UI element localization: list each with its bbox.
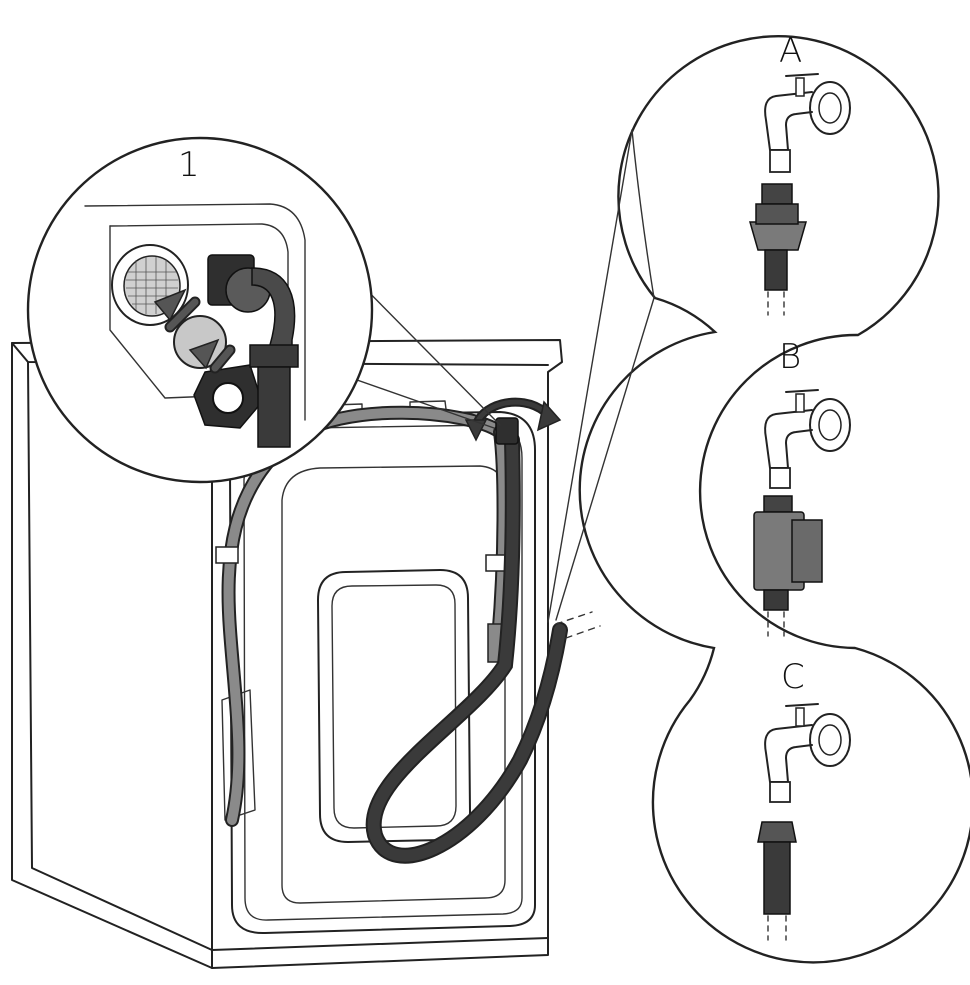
option-b-label: B [779, 337, 801, 377]
option-a [749, 73, 851, 316]
tap-icon [764, 73, 851, 173]
step-label: 1 [178, 145, 200, 185]
push-arrow-icon [153, 288, 236, 374]
rotate-arrow-icon [464, 397, 562, 442]
tap-icon [764, 389, 851, 489]
detail-circle-1 [26, 136, 374, 484]
option-c-label: C [781, 657, 805, 697]
options-panel [547, 35, 970, 964]
option-c [757, 703, 851, 941]
inlet-hose [215, 405, 511, 827]
option-b [753, 389, 851, 637]
supply-hose [365, 417, 601, 864]
tap-icon [764, 703, 851, 803]
option-a-label: A [779, 31, 802, 71]
